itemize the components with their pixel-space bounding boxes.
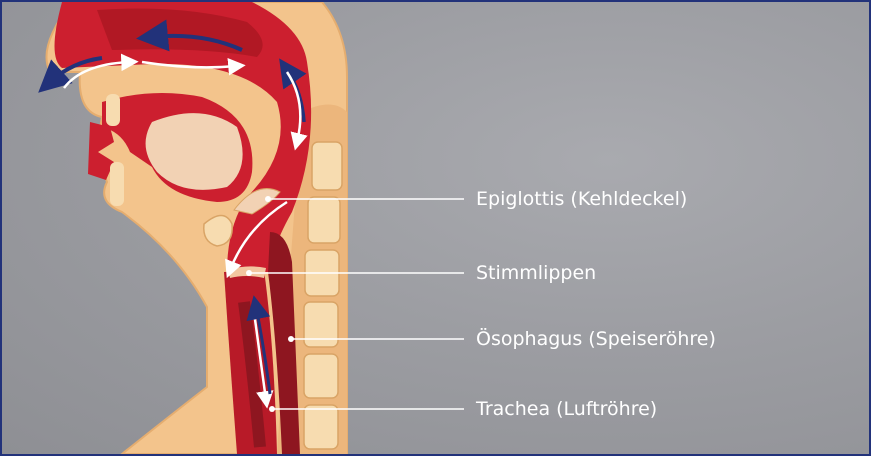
hyoid <box>204 216 232 247</box>
label-oesophagus: Ösophagus (Speiseröhre) <box>476 328 716 350</box>
dot-oesophagus <box>288 336 294 342</box>
label-stimmlippen: Stimmlippen <box>476 262 596 284</box>
dot-epiglottis <box>265 196 271 202</box>
label-trachea: Trachea (Luftröhre) <box>476 398 657 420</box>
dot-trachea <box>269 406 275 412</box>
label-epiglottis: Epiglottis (Kehldeckel) <box>476 188 687 210</box>
dot-stimmlippen <box>246 270 252 276</box>
